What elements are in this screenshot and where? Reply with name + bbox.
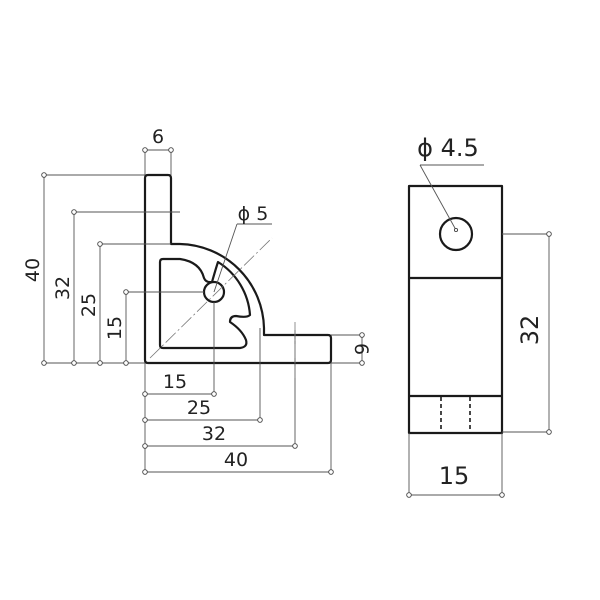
dim-text-40-vert: 40	[22, 258, 44, 282]
dim-text-15-vert: 15	[104, 316, 126, 340]
dim-endpoints-side	[406, 227, 552, 498]
bracket-inner-slot	[158, 257, 252, 350]
hole-leader	[213, 223, 238, 293]
dim-text-25-vert: 25	[78, 293, 100, 317]
dim-text-15-horiz: 15	[163, 371, 187, 393]
dim-text-hole-side: ϕ 4.5	[417, 134, 479, 162]
side-hole	[438, 216, 474, 252]
dim-text-32-horiz: 32	[202, 423, 226, 445]
dim-text-32-side: 32	[516, 315, 544, 346]
dim-text-40-horiz: 40	[224, 449, 248, 471]
diagonal-centerline	[149, 237, 273, 359]
bracket-outer-profile	[143, 173, 333, 365]
side-hole-leader	[419, 164, 457, 231]
dim-text-6-right: 6	[350, 343, 372, 355]
front-view: 6 40 32 25 15 ϕ 5 6 15 25 32 40	[22, 126, 372, 475]
dim-text-25-horiz: 25	[187, 397, 211, 419]
dim-endpoints-front	[41, 147, 365, 475]
side-view: ϕ 4.5 32 15	[406, 134, 552, 498]
side-body	[407, 184, 504, 435]
dim-text-hole-front: ϕ 5	[238, 203, 269, 225]
dim-text-32-vert: 32	[52, 276, 74, 300]
dim-text-15-side: 15	[439, 462, 470, 490]
dim-text-6-top: 6	[152, 126, 164, 148]
